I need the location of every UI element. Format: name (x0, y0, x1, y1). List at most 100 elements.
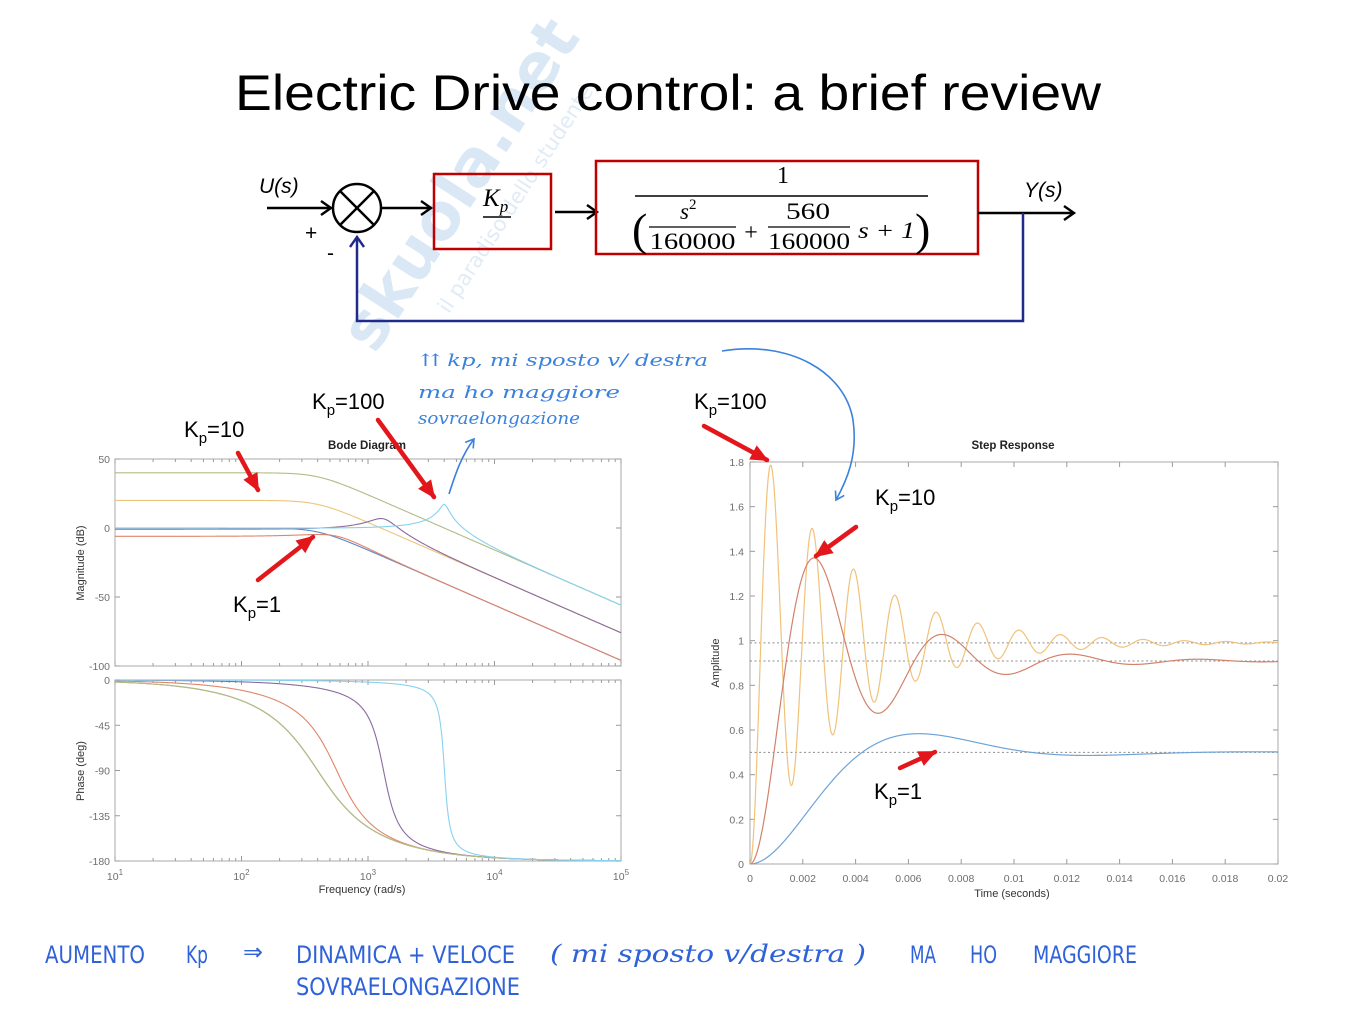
tick-exponent: 2 (245, 868, 250, 877)
tick-base: 10 (613, 871, 625, 883)
step-x-tick-label: 0 (747, 873, 753, 885)
tf-term1-denominator: 160000 (650, 229, 736, 254)
step-y-tick-label: 1.2 (729, 591, 744, 603)
kp-label-step-100: Kp=100 (694, 389, 767, 419)
bode-title: Bode Diagram (328, 440, 406, 452)
kp-label-bode-10: Kp=10 (184, 417, 244, 447)
bottom-note-parenthetical: ( mi sposto v/destra ) (550, 940, 866, 968)
step-y-tick-label: 1.4 (729, 546, 744, 558)
step-y-tick-label: 0.4 (729, 770, 744, 782)
step-curve-kp-10 (750, 557, 1278, 864)
input-label: U(s) (259, 175, 299, 198)
arrow-bode-kp10 (235, 450, 261, 493)
bottom-note-word: HO (970, 941, 997, 969)
step-curve-kp-100 (750, 464, 1278, 864)
plant-block (594, 159, 980, 256)
kp-label-step-1: Kp=1 (874, 779, 922, 809)
tick-exponent: 3 (372, 868, 377, 877)
tf-s: s (680, 199, 689, 224)
bottom-note-word: SOVRAELONGAZIONE (296, 973, 520, 1001)
tick-base: 10 (233, 871, 245, 883)
pen-arrow-to-step (721, 348, 856, 502)
controller-subscript: p (499, 197, 509, 216)
magnitude-curve-closed-loop-kp-10 (115, 517, 621, 634)
tick-base: 10 (107, 871, 119, 883)
magnitude-y-tick-label: 0 (104, 523, 110, 535)
step-y-tick-label: 0.6 (729, 725, 744, 737)
phase-y-tick-label: -45 (95, 720, 110, 732)
bottom-note-word: MA (910, 941, 936, 969)
controller-gain: Kp (482, 185, 508, 216)
tf-term1-numerator: s2 (680, 197, 696, 224)
bode-x-tick-label: 101 (107, 868, 124, 883)
step-x-tick-label: 0.016 (1159, 873, 1185, 885)
tf-term2-denominator: 160000 (768, 229, 850, 254)
feedback-path (349, 213, 1025, 323)
bode-magnitude-axes (114, 458, 622, 667)
bottom-note: AUMENTO Kp ⇒ DINAMICA + VELOCE ( mi spos… (45, 938, 1137, 1001)
handwritten-note-line: ⇈ kp, mi sposto v/ destra (420, 351, 708, 371)
handwritten-note-line: sovraelongazione (418, 409, 580, 429)
step-title: Step Response (971, 440, 1054, 452)
tick-exponent: 5 (625, 868, 630, 877)
arrow-bode-kp100 (375, 417, 437, 500)
step-x-tick-label: 0.012 (1054, 873, 1080, 885)
output-label: Y(s) (1024, 179, 1063, 202)
minus-sign: - (327, 242, 334, 265)
step-y-tick-label: 1 (738, 636, 744, 648)
bode-x-tick-label: 103 (360, 868, 377, 883)
bode-xlabel: Frequency (rad/s) (319, 884, 406, 896)
magnitude-y-tick-label: -50 (95, 592, 110, 604)
block-diagram: U(s) + - Kp 1 ( s2 160000 + 560 (259, 159, 1077, 323)
step-x-tick-label: 0.006 (895, 873, 921, 885)
step-axes (749, 461, 1279, 865)
bode-magnitude-curves (115, 472, 621, 661)
tick-base: 10 (486, 871, 498, 883)
kp-label-bode-100: Kp=100 (312, 389, 385, 419)
arrow-step-kp10 (813, 524, 859, 559)
bode-x-tick-label: 104 (486, 868, 503, 883)
tick-base: 10 (360, 871, 372, 883)
phase-y-tick-label: -180 (89, 856, 110, 868)
tf-plus: + (744, 220, 758, 246)
tick-exponent: 1 (119, 868, 124, 877)
step-y-tick-label: 0.8 (729, 680, 744, 692)
step-x-tick-label: 0.02 (1268, 873, 1289, 885)
phase-y-tick-label: -135 (89, 811, 110, 823)
bottom-note-implies: ⇒ (243, 938, 263, 966)
pen-arrow-to-resonance (448, 437, 475, 495)
summing-junction-cross (339, 190, 375, 226)
kp-label-bode-1: Kp=1 (233, 592, 281, 622)
controller-block (432, 172, 553, 251)
plus-sign: + (305, 222, 317, 245)
tick-exponent: 4 (498, 868, 503, 877)
plant-transfer-function: 1 ( s2 160000 + 560 160000 s + 1 ) (632, 163, 930, 255)
tf-tail: s + 1 (858, 218, 915, 243)
arrow-step-kp1 (897, 749, 938, 771)
controller-symbol: K (482, 185, 501, 212)
slide-title: Electric Drive control: a brief review (235, 65, 1102, 121)
step-y-tick-label: 0.2 (729, 814, 744, 826)
step-y-tick-label: 1.6 (729, 502, 744, 514)
phase-y-tick-label: -90 (95, 766, 110, 778)
step-x-tick-label: 0.01 (1004, 873, 1025, 885)
phase-curve-closed-loop-kp-100 (115, 680, 621, 861)
magnitude-curve-closed-loop-kp-1 (115, 533, 621, 661)
tf-exponent: 2 (689, 197, 697, 213)
step-x-tick-label: 0.008 (948, 873, 974, 885)
kp-labels: Kp=10 Kp=100 Kp=1 Kp=100 Kp=10 Kp=1 (184, 389, 935, 809)
step-x-tick-label: 0.004 (842, 873, 868, 885)
summing-junction (331, 182, 383, 234)
tf-right-paren: ) (915, 204, 930, 255)
tf-numerator: 1 (777, 163, 789, 189)
handwritten-note-line: ma ho maggiore (418, 383, 620, 403)
step-y-tick-label: 0 (738, 859, 744, 871)
tf-term2-numerator: 560 (786, 199, 830, 224)
summing-junction-circle (331, 182, 383, 234)
tf-left-paren: ( (632, 204, 647, 255)
